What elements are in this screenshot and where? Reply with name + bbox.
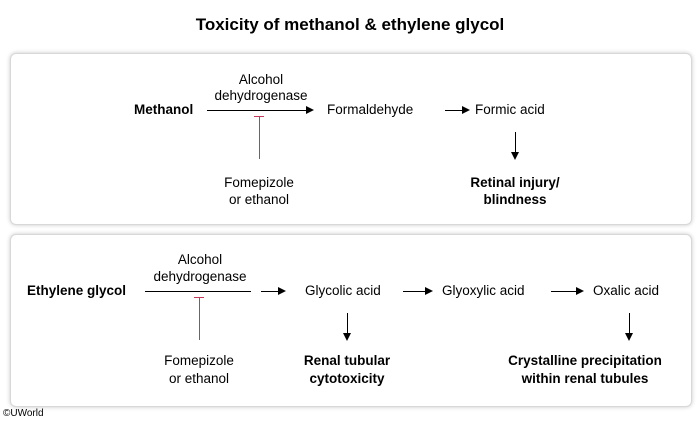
glycolic-acid-label: Glycolic acid [305,283,381,298]
outcome-label-line2: blindness [483,192,547,207]
arrow-shaft-2 [403,291,425,292]
arrow-shaft-3 [551,291,576,292]
arrowhead-down [511,152,519,160]
ethylene-glycol-panel: Ethylene glycol Alcohol dehydrogenase Fo… [10,234,692,407]
arrow-shaft-down-2 [629,313,630,333]
diagram-title: Toxicity of methanol & ethylene glycol [195,15,505,34]
formaldehyde-label: Formaldehyde [327,102,414,117]
arrow-shaft-down [515,132,516,152]
glyoxylic-acid-label: Glyoxylic acid [442,283,525,298]
arrowhead-2 [425,287,433,295]
arrowhead-down-1 [343,333,351,341]
enzyme-arrow-shaft [207,110,306,111]
arrowhead-3 [576,287,584,295]
inhibition-line [199,297,200,340]
outcome-label-line1: Retinal injury/ [470,175,560,190]
arrowhead-down-2 [625,333,633,341]
outcome1-label-line1: Renal tubular [303,353,391,368]
methanol-panel: Methanol Alcohol dehydrogenase Fomepizol… [10,53,692,225]
inhibitor-label-line2: or ethanol [168,371,230,386]
copyright-credit: ©UWorld [3,408,44,419]
outcome1-label-line2: cytotoxicity [309,371,385,386]
enzyme-label-line2: dehydrogenase [153,269,247,284]
formic-acid-label: Formic acid [475,102,545,117]
outcome2-label-line1: Crystalline precipitation [508,353,662,368]
enzyme-label-line1: Alcohol [177,252,223,267]
inhibition-line [259,116,260,159]
arrowhead-1 [278,287,286,295]
methanol-label: Methanol [134,102,194,117]
inhibitor-label-line1: Fomepizole [224,175,294,190]
enzyme-line [145,291,251,292]
oxalic-acid-label: Oxalic acid [593,283,660,298]
outcome2-label-line2: within renal tubules [521,371,649,386]
arrowhead-2 [462,106,470,114]
inhibitor-label-line2: or ethanol [228,192,290,207]
inhibitor-label-line1: Fomepizole [164,353,234,368]
arrow-shaft-2 [445,110,462,111]
arrow-shaft-1 [261,291,278,292]
enzyme-label-line2: dehydrogenase [214,88,308,103]
enzyme-label-line1: Alcohol [238,72,284,87]
enzyme-arrowhead [306,106,314,114]
arrow-shaft-down-1 [347,313,348,333]
ethylene-glycol-label: Ethylene glycol [27,283,127,298]
